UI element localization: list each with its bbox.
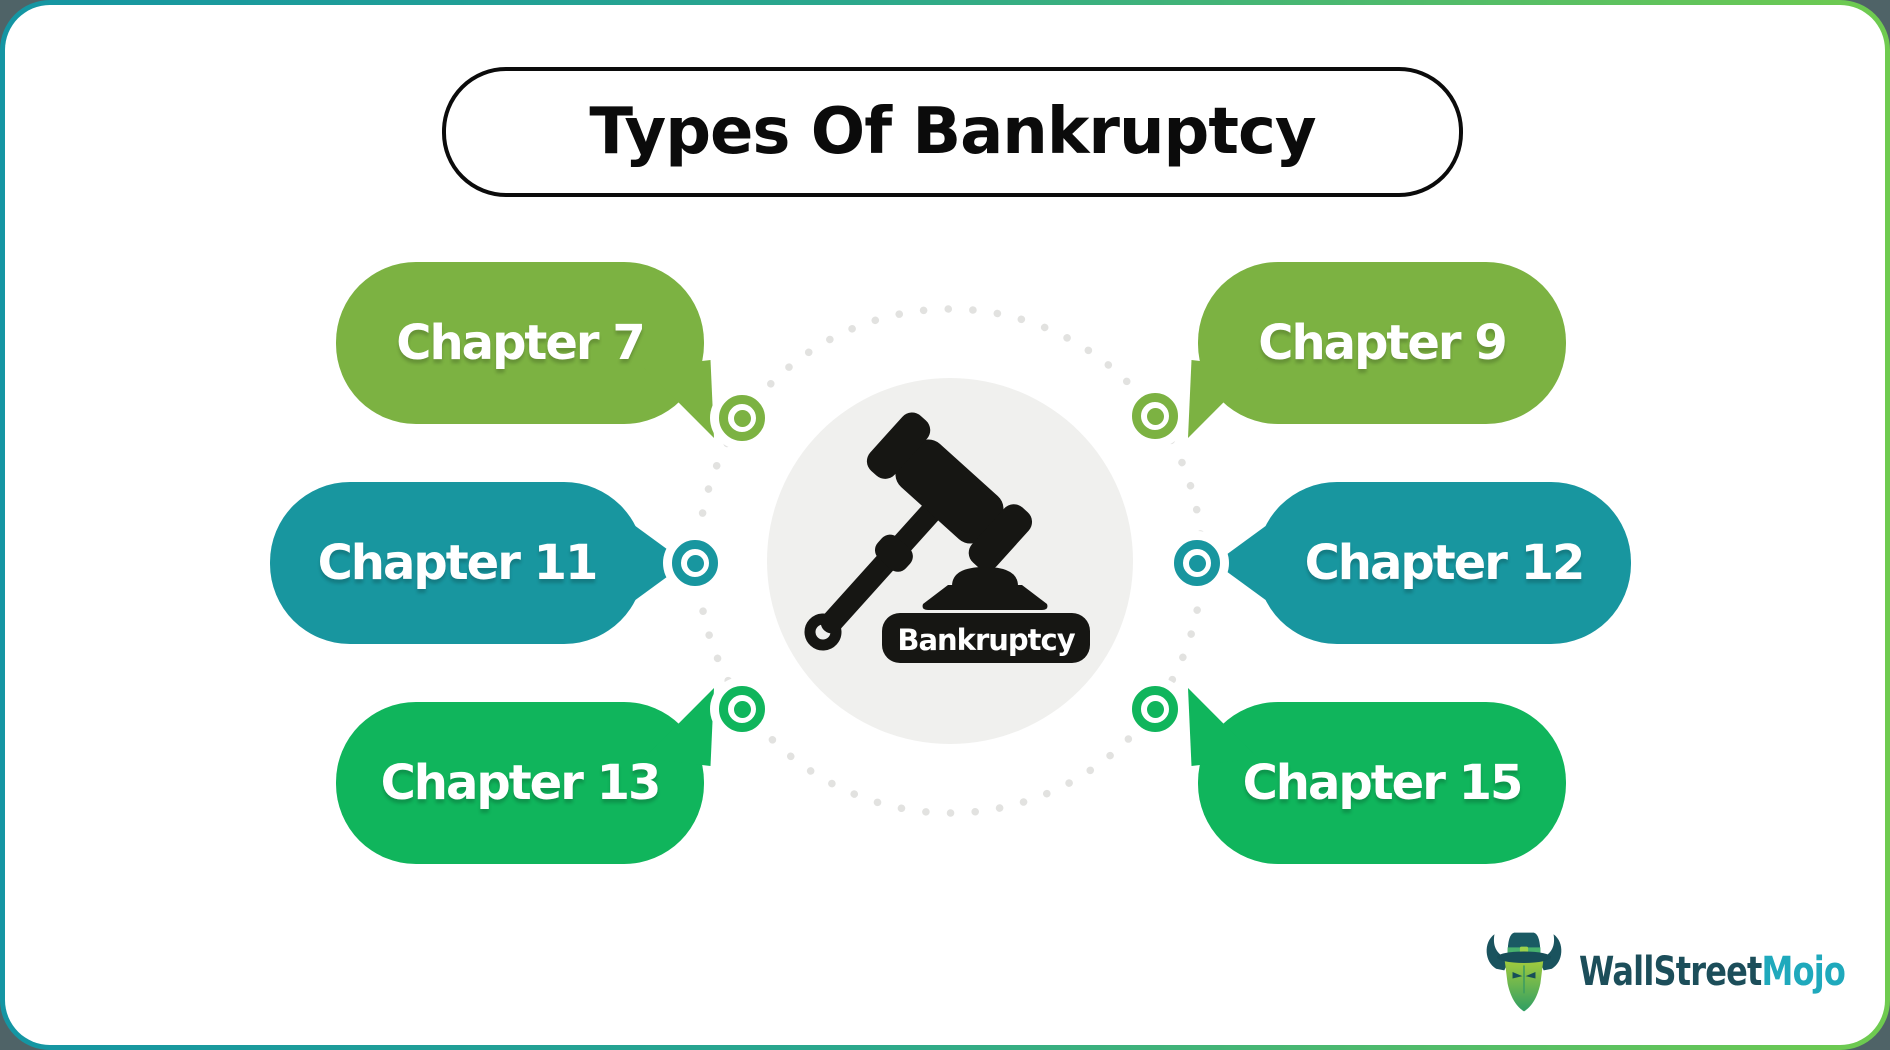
- marker-dot: [1146, 700, 1164, 718]
- bankruptcy-diagram-center: Bankruptcy: [694, 305, 1206, 817]
- wallstreetmojo-bull-icon: [1486, 932, 1562, 1012]
- title-pill: Types Of Bankruptcy: [442, 67, 1463, 197]
- bubble-label: Chapter 9: [1258, 315, 1507, 371]
- bubble-tail: [644, 360, 714, 438]
- page-title: Types Of Bankruptcy: [589, 95, 1316, 169]
- bubble-chapter-7: Chapter 7: [336, 262, 714, 438]
- marker-dot: [733, 700, 751, 718]
- connector-marker: [1132, 393, 1178, 439]
- center-circle: [767, 378, 1133, 744]
- wallstreetmojo-wordmark: WallStreetMojo: [1579, 949, 1846, 995]
- bubble-tail: [1188, 688, 1258, 766]
- bubble-label: Chapter 11: [317, 535, 599, 591]
- gavel-icon: [804, 412, 1033, 651]
- connector-marker: [672, 540, 718, 586]
- bubble-tail: [1215, 525, 1267, 601]
- bankruptcy-plaque-label: Bankruptcy: [897, 623, 1075, 657]
- marker-dot: [1146, 407, 1164, 425]
- bankruptcy-plaque: [882, 613, 1090, 663]
- marker-dot: [1188, 554, 1206, 572]
- connector-marker: [1132, 686, 1178, 732]
- bubble-chapter-11: Chapter 11: [270, 482, 686, 644]
- bubble-label: Chapter 12: [1304, 535, 1586, 591]
- bubble-chapter-13: Chapter 13: [336, 688, 714, 864]
- bubble-label: Chapter 7: [396, 315, 645, 371]
- bubble-tail: [644, 688, 714, 766]
- bubble-chapter-12: Chapter 12: [1215, 482, 1631, 644]
- connector-marker: [719, 395, 765, 441]
- bubble-chapter-9: Chapter 9: [1188, 262, 1566, 438]
- logo-text-mojo: Mojo: [1761, 949, 1846, 995]
- connector-marker: [719, 686, 765, 732]
- wallstreetmojo-logo: WallStreetMojo: [1483, 927, 1885, 1017]
- bubble-tail: [1188, 360, 1258, 438]
- gavel-base-mound: [952, 567, 1018, 586]
- bubble-label: Chapter 15: [1242, 755, 1524, 811]
- card-background: Types Of Bankruptcy Bankruptcy Chapter 7: [5, 5, 1885, 1045]
- logo-text-wallstreet: WallStreet: [1579, 949, 1762, 995]
- gavel-base-slab: [922, 585, 1048, 610]
- connector-marker: [1174, 540, 1220, 586]
- bubble-label: Chapter 13: [380, 755, 662, 811]
- marker-dot: [733, 409, 751, 427]
- marker-dot: [686, 554, 704, 572]
- bubble-chapter-15: Chapter 15: [1188, 688, 1566, 864]
